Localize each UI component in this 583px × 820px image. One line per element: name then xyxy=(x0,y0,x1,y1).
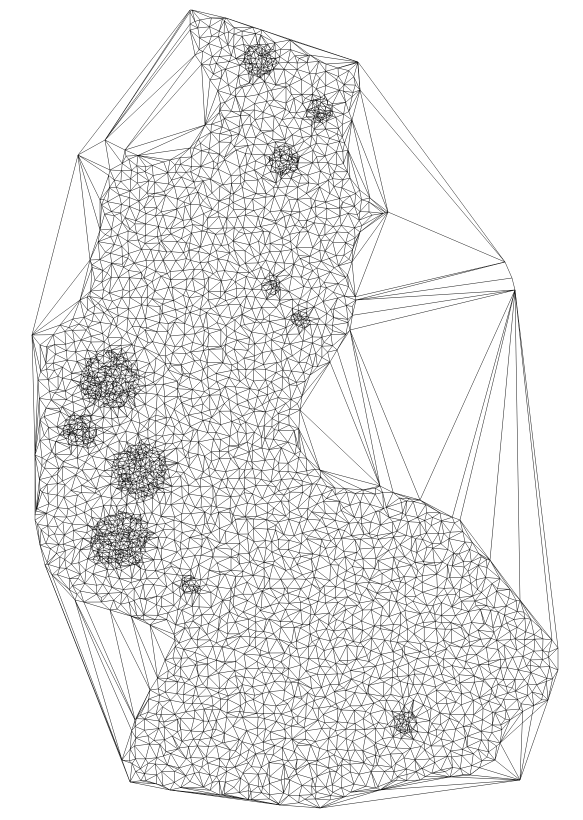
mesh-edges xyxy=(31,9,559,809)
mesh-edge-path xyxy=(31,9,559,809)
